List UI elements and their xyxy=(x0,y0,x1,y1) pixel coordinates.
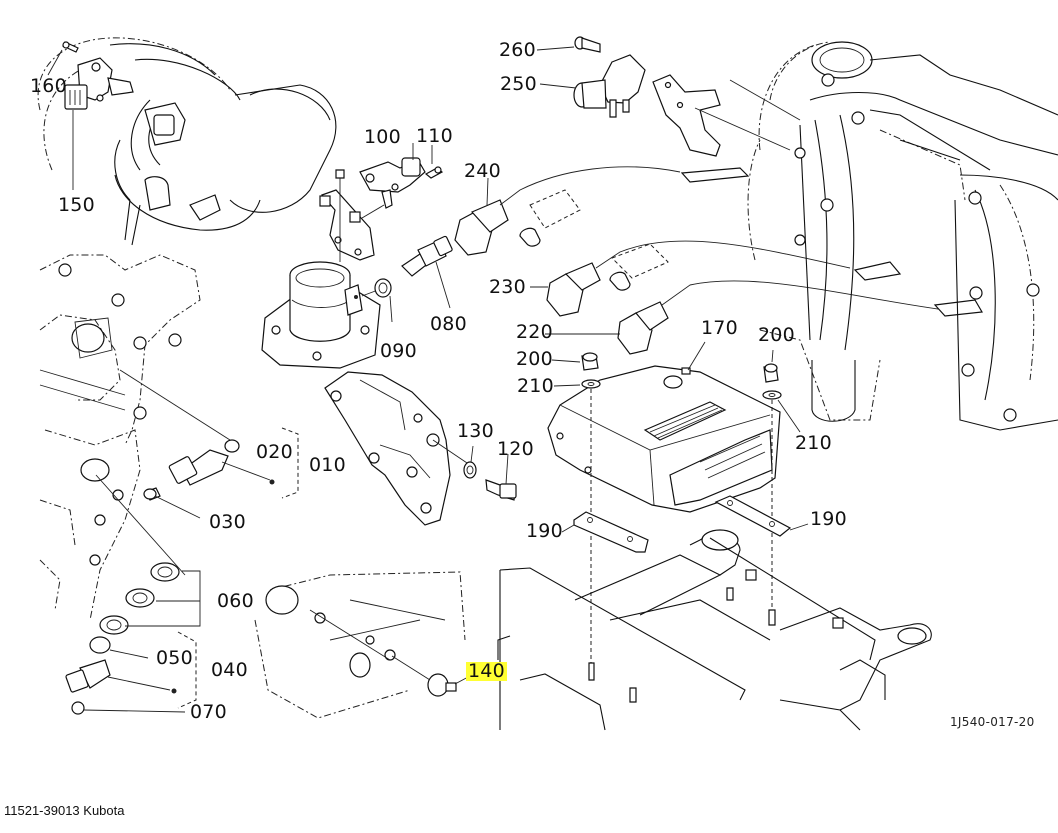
part-label-190-left[interactable]: 190 xyxy=(526,520,563,542)
engine-block-drawing xyxy=(39,254,231,621)
part-label-200-left[interactable]: 200 xyxy=(516,348,553,370)
part-label-170[interactable]: 170 xyxy=(701,317,738,339)
dpf-drawing xyxy=(729,41,1058,431)
part-label-260[interactable]: 260 xyxy=(499,39,536,61)
harness-connectors-drawing xyxy=(454,166,983,355)
part-label-130[interactable]: 130 xyxy=(457,420,494,442)
sensor-010-drawing xyxy=(143,427,299,519)
part-caption: 11521-39013 Kubota xyxy=(4,803,125,818)
drawing-code: 1J540-017-20 xyxy=(950,715,1035,729)
part-label-020[interactable]: 020 xyxy=(256,441,293,463)
lower-block-drawing xyxy=(254,571,471,719)
part-label-060[interactable]: 060 xyxy=(217,590,254,612)
parts-diagram: 160 150 100 110 260 250 240 230 220 170 … xyxy=(30,36,1058,731)
part-label-120[interactable]: 120 xyxy=(497,438,534,460)
part-label-050[interactable]: 050 xyxy=(156,647,193,669)
part-label-030[interactable]: 030 xyxy=(209,511,246,533)
ecu-drawing xyxy=(547,341,801,670)
sensor-040-drawing xyxy=(65,562,201,715)
part-label-090[interactable]: 090 xyxy=(380,340,417,362)
part-label-190-right[interactable]: 190 xyxy=(810,508,847,530)
part-label-210-right[interactable]: 210 xyxy=(795,432,832,454)
part-label-210-left[interactable]: 210 xyxy=(517,375,554,397)
part-label-160[interactable]: 160 xyxy=(30,75,67,97)
thermostat-housing-drawing xyxy=(261,143,453,369)
part-label-140-highlighted[interactable]: 140 xyxy=(466,660,507,682)
part-label-230[interactable]: 230 xyxy=(489,276,526,298)
part-label-100[interactable]: 100 xyxy=(364,126,401,148)
part-label-040[interactable]: 040 xyxy=(211,659,248,681)
part-label-070[interactable]: 070 xyxy=(190,701,227,723)
part-label-220[interactable]: 220 xyxy=(516,321,553,343)
part-label-110[interactable]: 110 xyxy=(416,125,453,147)
part-label-010[interactable]: 010 xyxy=(309,454,346,476)
frame-drawing xyxy=(497,495,932,731)
diagram-drawing xyxy=(37,36,1058,731)
turbo-housing-drawing xyxy=(37,37,337,246)
part-label-250[interactable]: 250 xyxy=(500,73,537,95)
part-label-150[interactable]: 150 xyxy=(58,194,95,216)
pressure-sensor-drawing xyxy=(536,36,791,157)
part-label-080[interactable]: 080 xyxy=(430,313,467,335)
part-label-240[interactable]: 240 xyxy=(464,160,501,182)
part-label-200-right[interactable]: 200 xyxy=(758,324,795,346)
water-flange-drawing xyxy=(324,371,517,526)
